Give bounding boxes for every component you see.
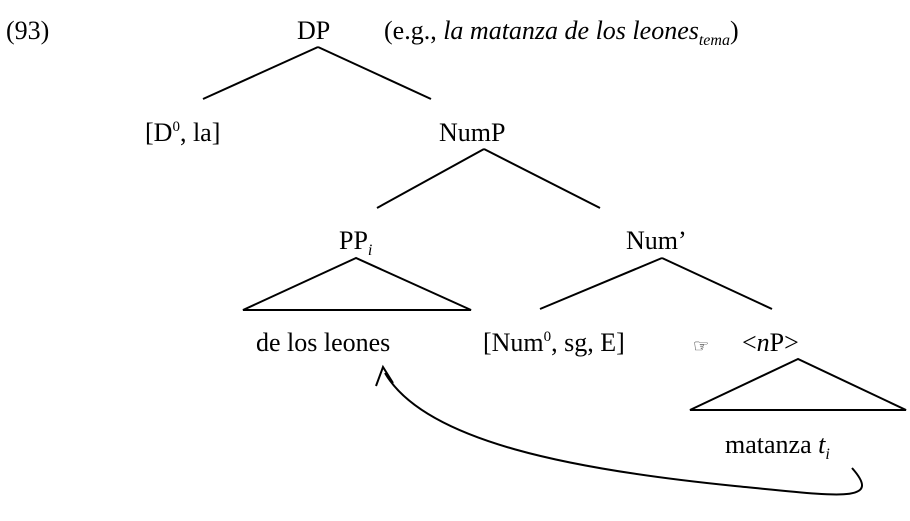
gloss-close: ) xyxy=(729,16,739,45)
example-gloss: (e.g., la matanza de los leonestema) xyxy=(384,16,739,50)
branch-dp-nump xyxy=(317,46,432,100)
branch-numbar-np xyxy=(661,257,773,310)
node-d0: [D0, la] xyxy=(145,118,221,147)
node-np: <nP> xyxy=(742,328,799,357)
node-nump: NumP xyxy=(439,118,506,147)
trace: t xyxy=(818,430,826,459)
gloss-theme-subscript: tema xyxy=(698,32,730,49)
np-triangle xyxy=(689,357,907,411)
pp-triangle xyxy=(242,256,472,311)
example-number: (93) xyxy=(6,16,50,45)
node-pp: PPi xyxy=(339,226,373,259)
trace-index-subscript: i xyxy=(825,446,830,463)
node-num-bar: Num’ xyxy=(626,226,687,255)
branch-dp-d xyxy=(202,46,319,100)
pp-index-subscript: i xyxy=(367,242,373,259)
gloss-phrase: la matanza de los leones xyxy=(443,16,699,45)
pp-content: de los leones xyxy=(256,328,391,357)
np-content: matanza ti xyxy=(725,430,830,463)
movement-arrow xyxy=(384,372,863,496)
num0-superscript: 0 xyxy=(543,329,552,345)
node-num0: [Num0, sg, E] xyxy=(483,328,625,357)
d0-superscript: 0 xyxy=(172,119,180,135)
arrow-head xyxy=(375,364,394,387)
gloss-open: (e.g., xyxy=(384,16,444,45)
np-n-italic: n xyxy=(756,328,770,357)
branch-numbar-num0 xyxy=(539,257,663,310)
branch-nump-pp xyxy=(376,148,485,209)
branch-nump-numbar xyxy=(483,148,601,209)
node-dp: DP xyxy=(297,16,331,45)
pointing-hand-icon: ☞ xyxy=(693,336,710,356)
